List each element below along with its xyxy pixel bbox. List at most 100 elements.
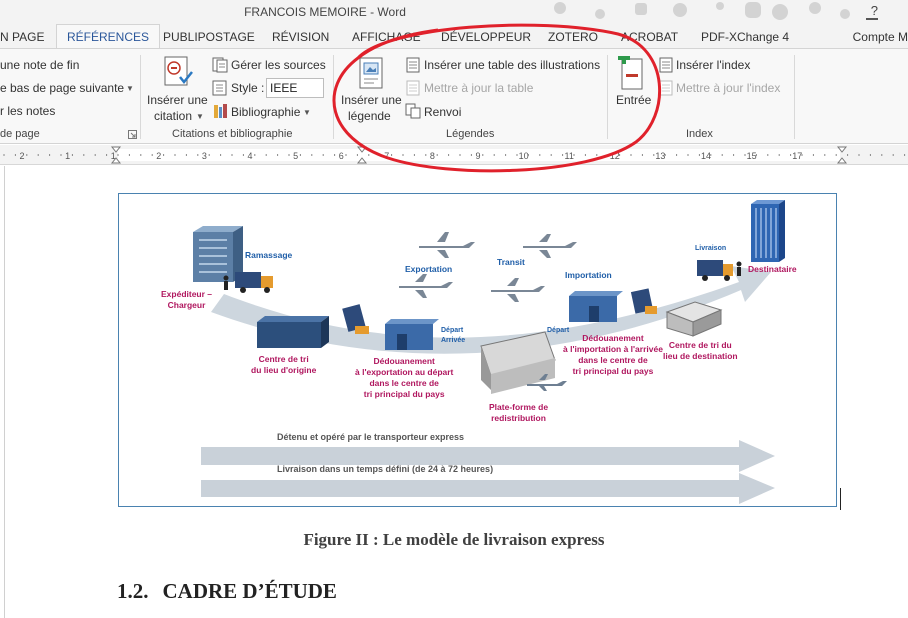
- tab-mise-en-page[interactable]: N PAGE: [0, 30, 45, 44]
- help-button[interactable]: ?: [870, 3, 878, 18]
- style-label: Style :: [231, 81, 265, 95]
- update-index-button[interactable]: Mettre à jour l'index: [676, 81, 781, 95]
- section-number: 1.2.: [117, 579, 149, 603]
- show-notes-button[interactable]: r les notes: [0, 104, 56, 118]
- index-group-label: Index: [686, 128, 713, 140]
- ruler-number: 1: [111, 151, 116, 161]
- ruler-number: 9: [475, 151, 480, 161]
- ruler-number: 5: [293, 151, 298, 161]
- insert-table-of-figures-icon: [406, 57, 420, 73]
- manage-sources-button[interactable]: Gérer les sources: [231, 58, 326, 72]
- window-title: FRANCOIS MEMOIRE - Word: [244, 5, 406, 19]
- insert-endnote-button[interactable]: une note de fin: [0, 58, 80, 72]
- footnotes-group-label: de page: [0, 128, 40, 140]
- ribbon: une note de fin e bas de page suivante ▼…: [0, 48, 908, 144]
- label-centre-origine: Centre de tri du lieu d'origine: [251, 354, 317, 375]
- bibliography-button[interactable]: Bibliographie: [231, 105, 301, 119]
- figure-express-delivery-diagram[interactable]: Ramassage Expéditeur – Chargeur Exportat…: [118, 193, 837, 507]
- ruler-number: 2: [156, 151, 161, 161]
- page-margin-line: [4, 166, 5, 618]
- person-icon: [223, 275, 229, 290]
- label-ramassage: Ramassage: [245, 250, 293, 260]
- update-table-button[interactable]: Mettre à jour la table: [424, 81, 534, 95]
- insert-table-of-figures-button[interactable]: Insérer une table des illustrations: [424, 58, 601, 72]
- update-table-icon: [406, 80, 420, 96]
- captions-group-label: Légendes: [446, 128, 495, 140]
- style-icon: [212, 80, 227, 96]
- text-cursor: [840, 488, 841, 510]
- destination-sort-center-icon: [665, 301, 723, 337]
- tab-affichage[interactable]: AFFICHAGE: [352, 30, 421, 44]
- dialog-launcher-icon[interactable]: [128, 130, 137, 139]
- insert-citation-label-1[interactable]: Insérer une: [147, 93, 208, 107]
- document-page[interactable]: Ramassage Expéditeur – Chargeur Exportat…: [0, 166, 908, 618]
- title-bar-decoration: [554, 2, 850, 20]
- insert-citation-label-2[interactable]: citation: [154, 109, 193, 123]
- label-transit: Transit: [497, 257, 525, 267]
- airplane-icon-platform: [527, 374, 567, 391]
- export-customs-building-icon: [385, 319, 439, 350]
- insert-index-button[interactable]: Insérer l'index: [676, 58, 751, 72]
- ruler-number: 3: [202, 151, 207, 161]
- label-arrivee: Arrivée: [441, 337, 466, 344]
- truck-icon-2: [342, 304, 369, 334]
- ruler-number: 2: [19, 151, 24, 161]
- label-depart-1: Départ: [441, 327, 464, 334]
- redistribution-platform-icon: [480, 331, 556, 394]
- ruler-number: 4: [247, 151, 252, 161]
- tab-references[interactable]: RÉFÉRENCES: [56, 24, 161, 49]
- label-dedouanement-export: Dédouanement à l'exportation au départ d…: [355, 356, 454, 399]
- mark-entry-icon: [618, 56, 643, 90]
- label-destinataire: Destinataire: [748, 264, 797, 274]
- insert-citation-icon: [164, 56, 193, 86]
- citation-style-field[interactable]: [266, 78, 324, 98]
- tab-publipostage[interactable]: PUBLIPOSTAGE: [163, 30, 255, 44]
- ruler-number: 7: [384, 151, 389, 161]
- import-customs-building-icon: [569, 291, 623, 322]
- minimize-icon[interactable]: [866, 18, 878, 20]
- mark-entry-button[interactable]: Entrée: [616, 93, 652, 107]
- label-exportation: Exportation: [405, 264, 453, 274]
- recipient-building-icon: [751, 200, 785, 262]
- insert-caption-label-1[interactable]: Insérer une: [341, 93, 402, 107]
- label-expediteur: Expéditeur – Chargeur: [161, 289, 213, 310]
- origin-sort-center-icon: [257, 316, 329, 348]
- account-button[interactable]: Compte M: [852, 30, 908, 44]
- left-indent-marker: [110, 146, 122, 164]
- annotation-ellipse: [332, 23, 662, 173]
- tab-pdf-xchange[interactable]: PDF-XChange 4: [701, 30, 790, 44]
- bibliography-dropdown-icon[interactable]: ▼: [303, 108, 311, 117]
- airplane-icon-2: [399, 274, 453, 298]
- insert-index-icon: [659, 57, 673, 73]
- airplane-icon-3: [523, 234, 577, 258]
- tab-zotero[interactable]: ZOTERO: [548, 30, 598, 44]
- right-indent-marker: [836, 146, 848, 164]
- tab-developpeur[interactable]: DÉVELOPPEUR: [441, 30, 532, 44]
- ruler-number: 15: [747, 151, 757, 161]
- label-plateforme: Plate-forme de redistribution: [489, 402, 549, 423]
- label-livraison: Livraison: [695, 245, 727, 252]
- ruler-number: 14: [701, 151, 711, 161]
- section-heading: 1.2.CADRE D’ÉTUDE: [117, 579, 337, 604]
- airplane-icon-1: [419, 232, 475, 258]
- manage-sources-icon: [212, 57, 228, 73]
- tab-revision[interactable]: RÉVISION: [272, 30, 330, 44]
- next-footnote-button[interactable]: e bas de page suivante: [0, 81, 125, 95]
- next-footnote-dropdown-icon[interactable]: ▼: [126, 84, 134, 93]
- figure-caption: Figure II : Le modèle de livraison expre…: [303, 530, 605, 549]
- insert-caption-icon: [359, 57, 383, 89]
- pickup-truck-icon: [235, 272, 273, 293]
- label-dedouanement-import: Dédouanement à l'importation à l'arrivée…: [563, 333, 663, 376]
- insert-citation-dropdown-icon[interactable]: ▼: [196, 112, 204, 121]
- label-livraison-temps: Livraison dans un temps défini (de 24 à …: [277, 464, 494, 474]
- ruler-number: 12: [610, 151, 620, 161]
- cross-reference-button[interactable]: Renvoi: [424, 105, 462, 119]
- ruler-number: 11: [565, 151, 574, 161]
- label-depart-2: Départ: [547, 327, 570, 334]
- insert-caption-label-2[interactable]: légende: [348, 109, 391, 123]
- cross-reference-icon: [405, 103, 421, 119]
- title-bar: FRANCOIS MEMOIRE - Word ?: [0, 0, 908, 24]
- ruler-number: 13: [655, 151, 665, 161]
